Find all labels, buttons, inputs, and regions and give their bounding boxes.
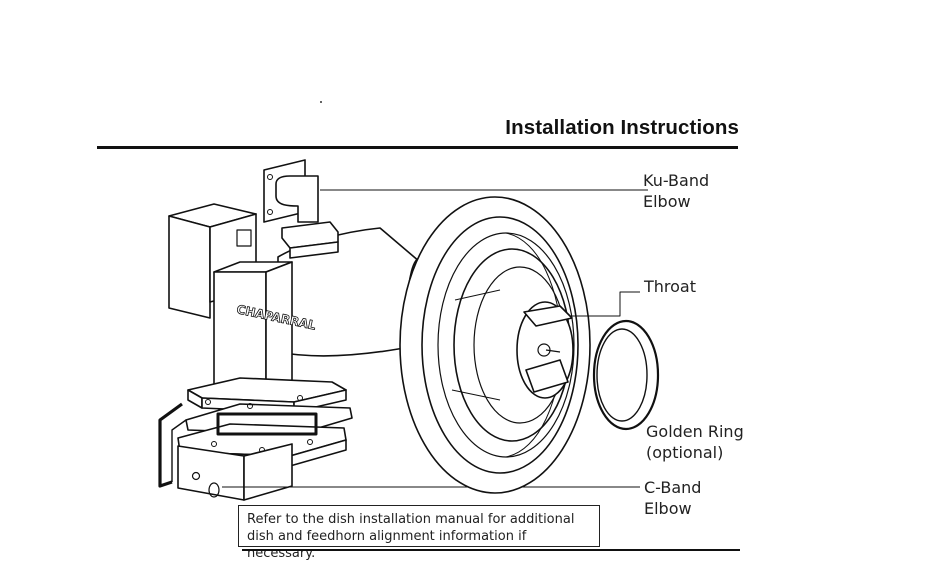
golden-ring — [592, 319, 660, 431]
scalar-ring — [399, 196, 591, 494]
c-band-elbow-label-line1: C-Band — [644, 478, 702, 497]
c-band-elbow-label-line2: Elbow — [644, 499, 692, 518]
alignment-note: Refer to the dish installation manual fo… — [238, 505, 600, 561]
golden-ring-label: Golden Ring (optional) — [646, 421, 744, 463]
c-band-elbow — [177, 443, 640, 501]
c-band-elbow-label: C-Band Elbow — [644, 477, 701, 519]
golden-ring-label-line1: Golden Ring — [646, 422, 744, 441]
stray-mark — [320, 101, 322, 103]
ku-band-elbow-label-line2: Elbow — [643, 192, 691, 211]
title-rule — [97, 146, 738, 149]
golden-ring-label-line2: (optional) — [646, 443, 724, 462]
throat-housing: CHAPARRAL — [213, 261, 318, 393]
c-band-flanges — [177, 377, 353, 467]
ku-band-elbow-label: Ku-Band Elbow — [643, 170, 709, 212]
ku-band-elbow-label-line1: Ku-Band — [643, 171, 710, 190]
ku-band-elbow — [275, 175, 648, 259]
throat-label: Throat — [644, 277, 697, 296]
bottom-rule — [242, 549, 740, 551]
throat — [516, 291, 640, 399]
page-title: Installation Instructions — [505, 116, 739, 139]
gasket — [158, 402, 187, 488]
